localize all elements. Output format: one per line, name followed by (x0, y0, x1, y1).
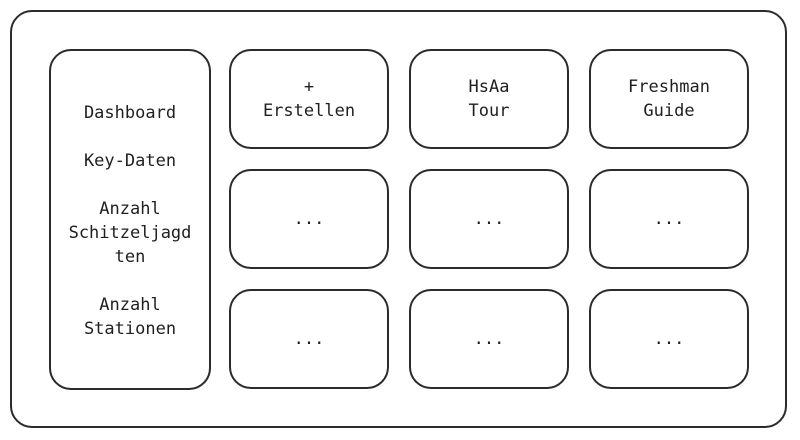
ellipsis-label: ... (293, 329, 325, 349)
sidebar-item-label-line: ten (114, 247, 146, 267)
sidebar-item-anzahl-schnitzeljagden[interactable]: Anzahl Schitzeljagd ten (51, 197, 209, 269)
tour-card-placeholder[interactable]: ... (229, 169, 389, 269)
ellipsis-label: ... (653, 209, 685, 229)
sidebar-item-label-line: Schitzeljagd (68, 223, 192, 243)
tour-card-hsaa-tour[interactable]: HsAa Tour (409, 49, 569, 149)
sidebar: Dashboard Key-Daten Anzahl Schitzeljagd … (49, 49, 211, 390)
sidebar-item-anzahl-stationen[interactable]: Anzahl Stationen (51, 293, 209, 341)
tour-card-freshman-guide[interactable]: Freshman Guide (589, 49, 749, 149)
ellipsis-label: ... (653, 329, 685, 349)
tour-card-placeholder[interactable]: ... (409, 289, 569, 389)
sidebar-item-label-line: Stationen (83, 319, 177, 339)
ellipsis-label: ... (293, 209, 325, 229)
sidebar-item-label: Key-Daten (83, 151, 177, 171)
tour-card-placeholder[interactable]: ... (229, 289, 389, 389)
tour-card-placeholder[interactable]: ... (589, 169, 749, 269)
card-label-line: HsAa (468, 77, 510, 97)
tour-card-placeholder[interactable]: ... (589, 289, 749, 389)
sidebar-item-dashboard[interactable]: Dashboard (51, 101, 209, 125)
card-label-line: Guide (643, 101, 695, 121)
sidebar-item-key-daten[interactable]: Key-Daten (51, 149, 209, 173)
create-tour-card[interactable]: + Erstellen (229, 49, 389, 149)
card-label-line: Tour (468, 101, 510, 121)
ellipsis-label: ... (473, 209, 505, 229)
ellipsis-label: ... (473, 329, 505, 349)
card-label: Erstellen (262, 101, 356, 121)
sidebar-item-label: Dashboard (83, 103, 177, 123)
sidebar-item-label-line: Anzahl (99, 295, 161, 315)
card-label-line: Freshman (628, 77, 710, 97)
plus-icon: + (303, 77, 315, 97)
tour-card-placeholder[interactable]: ... (409, 169, 569, 269)
sidebar-item-label-line: Anzahl (99, 199, 161, 219)
